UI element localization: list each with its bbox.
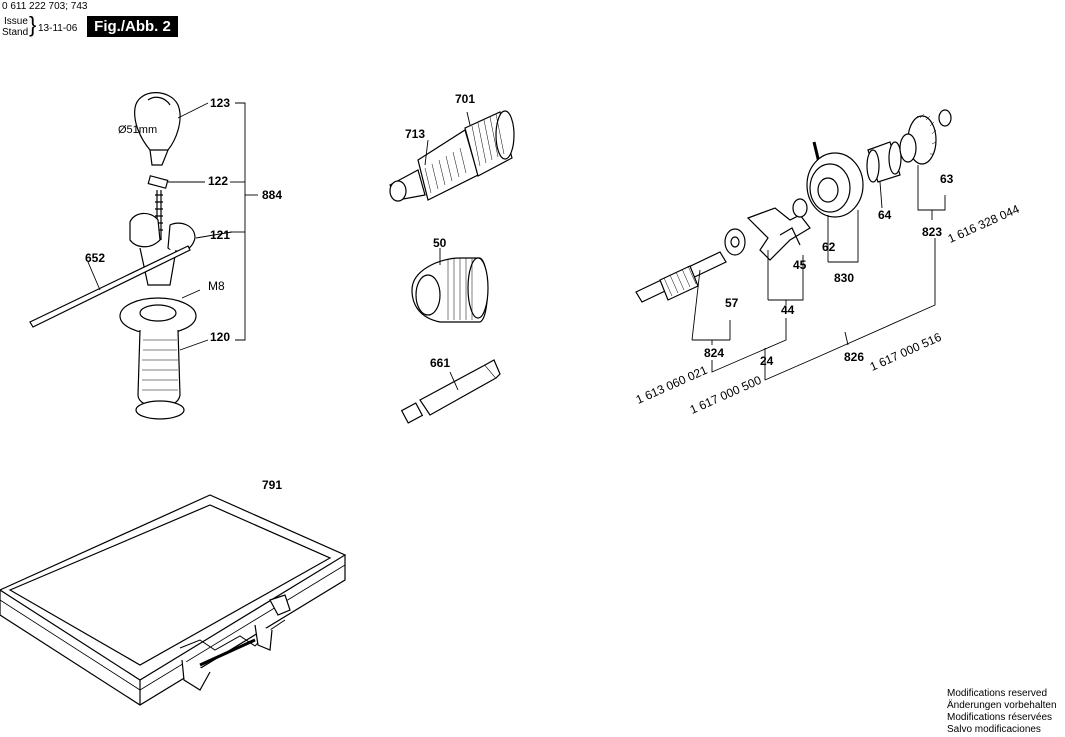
issue-label: Issue: [4, 16, 28, 27]
leader-lines-left: [87, 102, 258, 351]
callout-823: 823: [922, 225, 943, 239]
document-number: 0 611 222 703; 743: [2, 1, 88, 12]
callout-45: 45: [793, 258, 807, 272]
callout-m8: M8: [208, 279, 225, 293]
callout-64: 64: [878, 208, 892, 222]
modifications-notice: Modifications reserved Änderungen vorbeh…: [947, 688, 1057, 736]
part-120-handle: [119, 297, 197, 420]
callout-123: 123: [210, 96, 231, 110]
part-122-clamp-screw: [147, 175, 169, 240]
callout-50: 50: [433, 236, 447, 250]
notice-german: Änderungen vorbehalten: [947, 700, 1057, 711]
callout-701: 701: [455, 92, 476, 106]
callout-824: 824: [704, 346, 725, 360]
callout-121: 121: [210, 228, 231, 242]
callout-884: 884: [262, 188, 283, 202]
callout-713: 713: [405, 127, 426, 141]
part-63-gear: [899, 109, 952, 165]
header-brace: }: [29, 12, 37, 37]
part-64-sleeve: [866, 141, 902, 183]
leader-lines-right: [691, 165, 946, 381]
callout-652: 652: [85, 251, 106, 265]
callout-57: 57: [725, 296, 739, 310]
part-121-clamp-band: [129, 212, 196, 286]
notice-french: Modifications réservées: [947, 712, 1053, 723]
callout-62: 62: [822, 240, 836, 254]
callout-63: 63: [940, 172, 954, 186]
part-57-spindle: [635, 251, 727, 303]
part-661-grease-tube: [400, 359, 501, 424]
callout-diameter: Ø51mm: [118, 124, 158, 136]
callout-830: 830: [834, 271, 855, 285]
part-791-carrying-case: [0, 494, 347, 706]
callout-826: 826: [844, 350, 865, 364]
part-652-depth-rod: [29, 245, 191, 328]
part-50-chuck-sleeve: [411, 257, 489, 323]
callout-24: 24: [760, 354, 774, 368]
part-713-keyless-chuck: [389, 110, 515, 202]
part-bearing: [724, 228, 746, 256]
part-45-selector-fork: [746, 207, 811, 261]
notice-spanish: Salvo modificaciones: [947, 724, 1041, 735]
part-62-clutch-ring: [792, 141, 864, 218]
callout-44: 44: [781, 303, 795, 317]
notice-english: Modifications reserved: [947, 688, 1048, 699]
callout-661: 661: [430, 356, 451, 370]
callout-120: 120: [210, 330, 231, 344]
stand-label: Stand: [2, 27, 29, 38]
part-123-grip-cap: [134, 92, 181, 166]
issue-date: 13-11-06: [38, 23, 78, 34]
callout-791: 791: [262, 478, 283, 492]
callout-122: 122: [208, 174, 229, 188]
figure-label: Fig./Abb. 2: [87, 16, 178, 37]
leader-lines-middle: [424, 111, 471, 265]
